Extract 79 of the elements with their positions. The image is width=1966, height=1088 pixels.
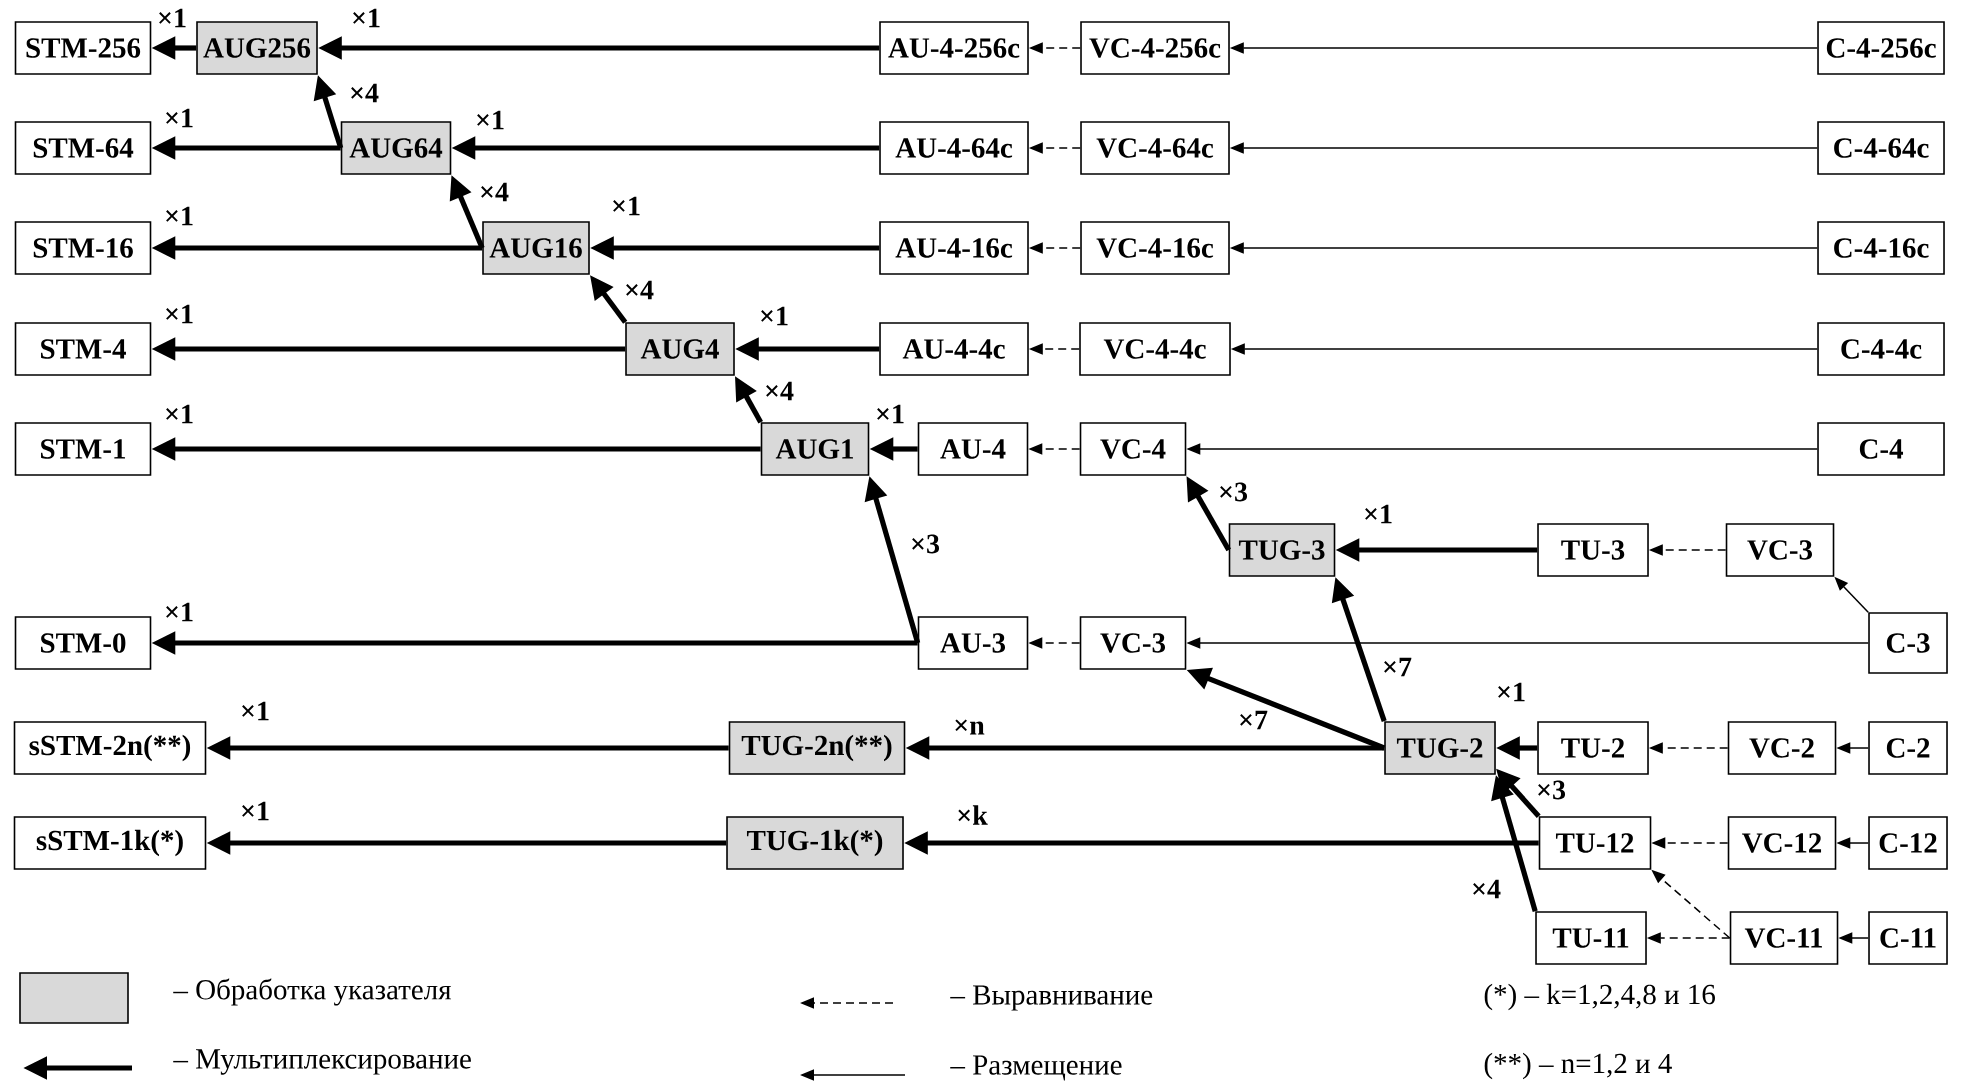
- box: VC-3: [1079, 616, 1187, 670]
- edge-label: ×1: [757, 304, 791, 328]
- shaded-box: TUG-3: [1228, 523, 1336, 577]
- edge-label: ×1: [873, 402, 907, 426]
- box: STM-256: [14, 21, 152, 75]
- legend-text: – Мультиплексирование: [173, 1049, 471, 1075]
- box: VC-11: [1729, 911, 1839, 965]
- box: C-3: [1868, 612, 1948, 674]
- edge-label: ×7: [1236, 708, 1270, 732]
- box: C-4-16c: [1817, 221, 1945, 275]
- box: VC-4-64c: [1080, 121, 1230, 175]
- box: STM-64: [14, 121, 152, 175]
- box: C-4-4c: [1817, 322, 1945, 376]
- edge-label: ×4: [347, 81, 381, 105]
- legend-text: – Выравнивание: [950, 985, 1153, 1011]
- edge-label: ×4: [762, 379, 796, 403]
- note: (**) – n=1,2 и 4: [1484, 1052, 1672, 1080]
- box: AU-4: [917, 422, 1029, 476]
- box: TU-2: [1537, 721, 1649, 775]
- box: C-2: [1868, 721, 1948, 775]
- box: VC-4-4c: [1079, 322, 1231, 376]
- box: VC-4-256c: [1080, 21, 1230, 75]
- box: AU-3: [917, 616, 1029, 670]
- box: C-4-64c: [1817, 121, 1945, 175]
- edge-label: ×3: [1534, 778, 1568, 802]
- edge-label: ×3: [908, 532, 942, 556]
- edge-label: ×1: [162, 106, 196, 130]
- shaded-box: AUG64: [340, 121, 452, 175]
- box: C-4-256c: [1817, 21, 1945, 75]
- box: AU-4-64c: [879, 121, 1029, 175]
- box: sSTM-1k(*): [13, 816, 207, 870]
- edge-label: ×1: [238, 799, 272, 823]
- legend-text: – Размещение: [950, 1055, 1122, 1081]
- box: TU-3: [1537, 523, 1649, 577]
- box: VC-4: [1079, 422, 1187, 476]
- box: STM-4: [14, 322, 152, 376]
- shaded-box: AUG256: [196, 21, 318, 75]
- edge-label: ×1: [162, 600, 196, 624]
- shaded-box: AUG4: [625, 322, 735, 376]
- edge-label: ×k: [954, 803, 990, 827]
- shaded-box: TUG-2: [1384, 721, 1496, 775]
- edge-label: ×1: [162, 204, 196, 228]
- box: STM-0: [14, 616, 152, 670]
- box: C-11: [1868, 911, 1948, 965]
- edge-label: ×n: [951, 717, 987, 737]
- box: C-4: [1817, 422, 1945, 476]
- edge-label: ×4: [622, 278, 656, 302]
- edge-label: ×4: [1469, 877, 1503, 901]
- legend-text: – Обработка указателя: [173, 978, 452, 1006]
- box: VC-3: [1725, 523, 1835, 577]
- edge-label: ×1: [162, 402, 196, 426]
- edge-label: ×1: [349, 6, 383, 30]
- box: C-12: [1868, 816, 1948, 870]
- edge-label: ×7: [1380, 655, 1414, 679]
- box: AU-4-16c: [879, 221, 1029, 275]
- box: TU-12: [1538, 816, 1652, 870]
- shaded-box: AUG16: [482, 221, 590, 275]
- box: VC-4-16c: [1080, 221, 1230, 275]
- edge-label: ×4: [477, 180, 511, 204]
- box: VC-12: [1727, 816, 1837, 870]
- shaded-box: TUG-1k(*): [726, 816, 904, 870]
- note: (*) – k=1,2,4,8 и 16: [1484, 983, 1715, 1011]
- edge-label: ×1: [609, 194, 643, 218]
- edge-label: ×1: [1361, 502, 1395, 526]
- edge-label: ×3: [1216, 480, 1250, 504]
- box: STM-1: [14, 422, 152, 476]
- edge-label: ×1: [155, 6, 189, 30]
- box: STM-16: [14, 221, 152, 275]
- edge-label: ×1: [162, 302, 196, 326]
- box: AU-4-4c: [879, 322, 1029, 376]
- box: VC-2: [1727, 721, 1837, 775]
- shaded-box: AUG1: [760, 422, 870, 476]
- edge-label: ×1: [473, 108, 507, 132]
- box: sSTM-2n(**): [13, 721, 207, 775]
- edge-label: ×1: [1494, 680, 1528, 704]
- box: TU-11: [1535, 911, 1647, 965]
- edge-label: ×1: [238, 699, 272, 723]
- shaded-box: TUG-2n(**): [728, 721, 906, 775]
- box: AU-4-256c: [879, 21, 1029, 75]
